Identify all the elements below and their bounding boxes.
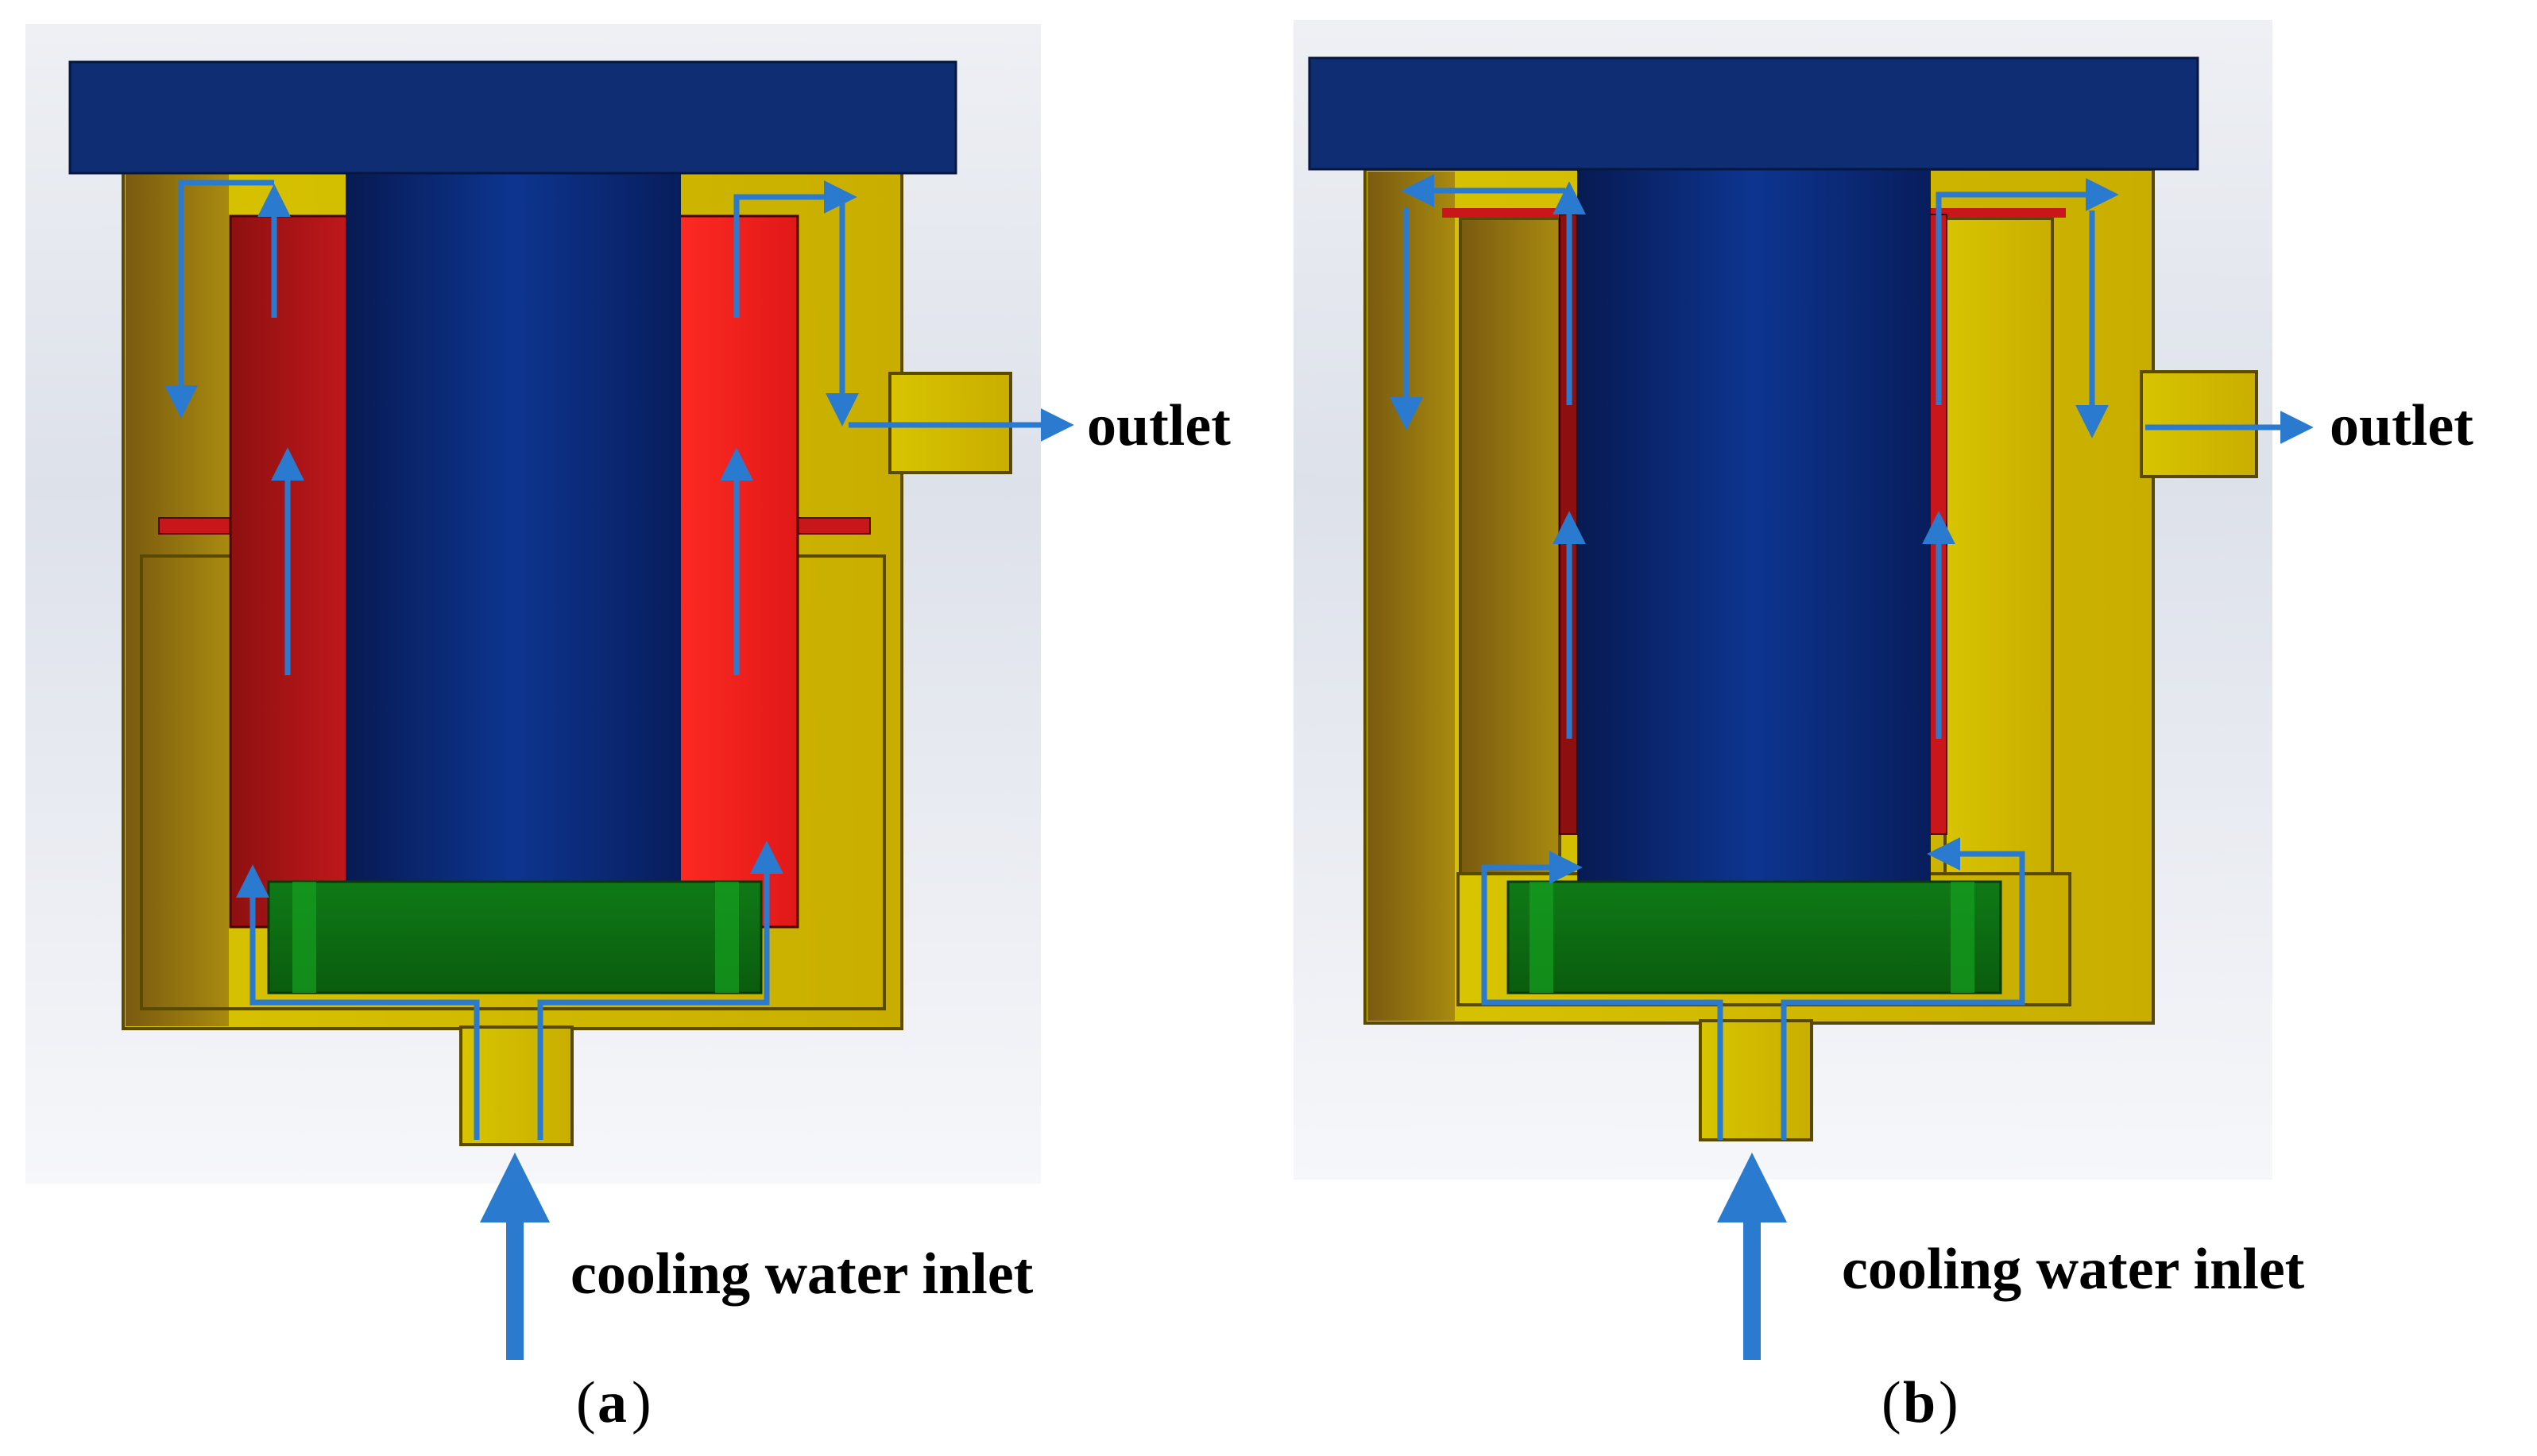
- panel-b-housing-left-wall: [1367, 172, 1455, 1021]
- panel-a-flow-arrows: [164, 180, 1074, 1140]
- panel-b-left-top-strip: [1442, 208, 1577, 218]
- panel-a-flow-right-up-2: [733, 180, 857, 318]
- panel-a: outlet cooling water inlet ( a ): [25, 24, 1231, 1435]
- panel-b-plate-groove-right: [1951, 882, 1974, 993]
- panel-a-inlet-label: cooling water inlet: [570, 1242, 1034, 1307]
- svg-text:): ): [632, 1370, 652, 1435]
- panel-b-plate-groove-left: [1530, 882, 1553, 993]
- svg-text:): ): [1939, 1370, 1959, 1435]
- panel-a-plate-groove-right: [715, 882, 739, 993]
- panel-b-outlet-pipe: [2140, 370, 2258, 478]
- panel-b-flow-right-up-2: [1936, 178, 2119, 405]
- panel-a-core: [346, 64, 681, 890]
- panel-b-caption-letter: b: [1903, 1370, 1936, 1435]
- svg-text:(: (: [1881, 1370, 1901, 1435]
- panel-b-outlet-label: outlet: [2330, 393, 2473, 458]
- panel-a-cap: [68, 60, 957, 175]
- panel-b-core: [1577, 60, 1931, 890]
- panel-b-flow-inlet-right: [1781, 837, 2025, 1140]
- panel-b-flow-inlet-left: [1481, 851, 1723, 1140]
- panel-a-caption: ( a ): [576, 1370, 652, 1435]
- panel-a-caption-letter: a: [598, 1370, 627, 1435]
- svg-text:(: (: [576, 1370, 596, 1435]
- panel-a-flow-inlet-right: [537, 840, 783, 1140]
- panel-b-inlet-label: cooling water inlet: [1842, 1237, 2305, 1302]
- panel-b-bottom-plate: [1506, 880, 2002, 994]
- panel-a-flow-inlet-left: [236, 864, 480, 1140]
- panel-b: outlet cooling water inlet ( b ): [1294, 20, 2473, 1435]
- panel-b-cap: [1308, 56, 2199, 171]
- panel-a-outlet-label: outlet: [1087, 393, 1231, 458]
- panel-b-flow-arrows: [1390, 174, 2314, 1140]
- panel-b-right-top-strip: [1931, 208, 2066, 218]
- panel-b-inlet-pipe: [1699, 1019, 1813, 1141]
- panel-a-flow-left-over: [164, 180, 274, 419]
- panel-a-plate-groove-left: [292, 882, 316, 993]
- panel-a-bottom-plate: [267, 880, 763, 994]
- panel-b-caption: ( b ): [1881, 1370, 1959, 1435]
